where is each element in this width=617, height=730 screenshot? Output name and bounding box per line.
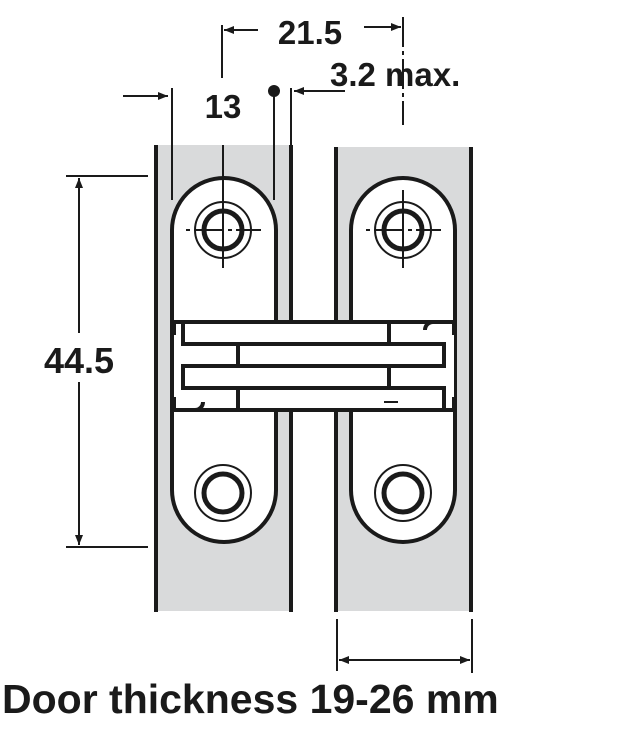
dimension-door-thickness <box>336 619 473 673</box>
hinge-knuckle <box>172 320 456 412</box>
dimension-width: 21.5 <box>221 14 404 125</box>
width-dimension-label: 21.5 <box>278 14 342 51</box>
gap-dimension-label: 3.2 max. <box>330 56 460 93</box>
dimension-gap: 3.2 max. <box>268 56 460 200</box>
height-dimension-label: 44.5 <box>44 340 114 381</box>
dimension-offset: 13 <box>123 88 241 200</box>
dimension-height: 44.5 <box>44 175 148 548</box>
door-thickness-caption: Door thickness 19-26 mm <box>2 676 499 722</box>
offset-dimension-label: 13 <box>205 88 242 125</box>
